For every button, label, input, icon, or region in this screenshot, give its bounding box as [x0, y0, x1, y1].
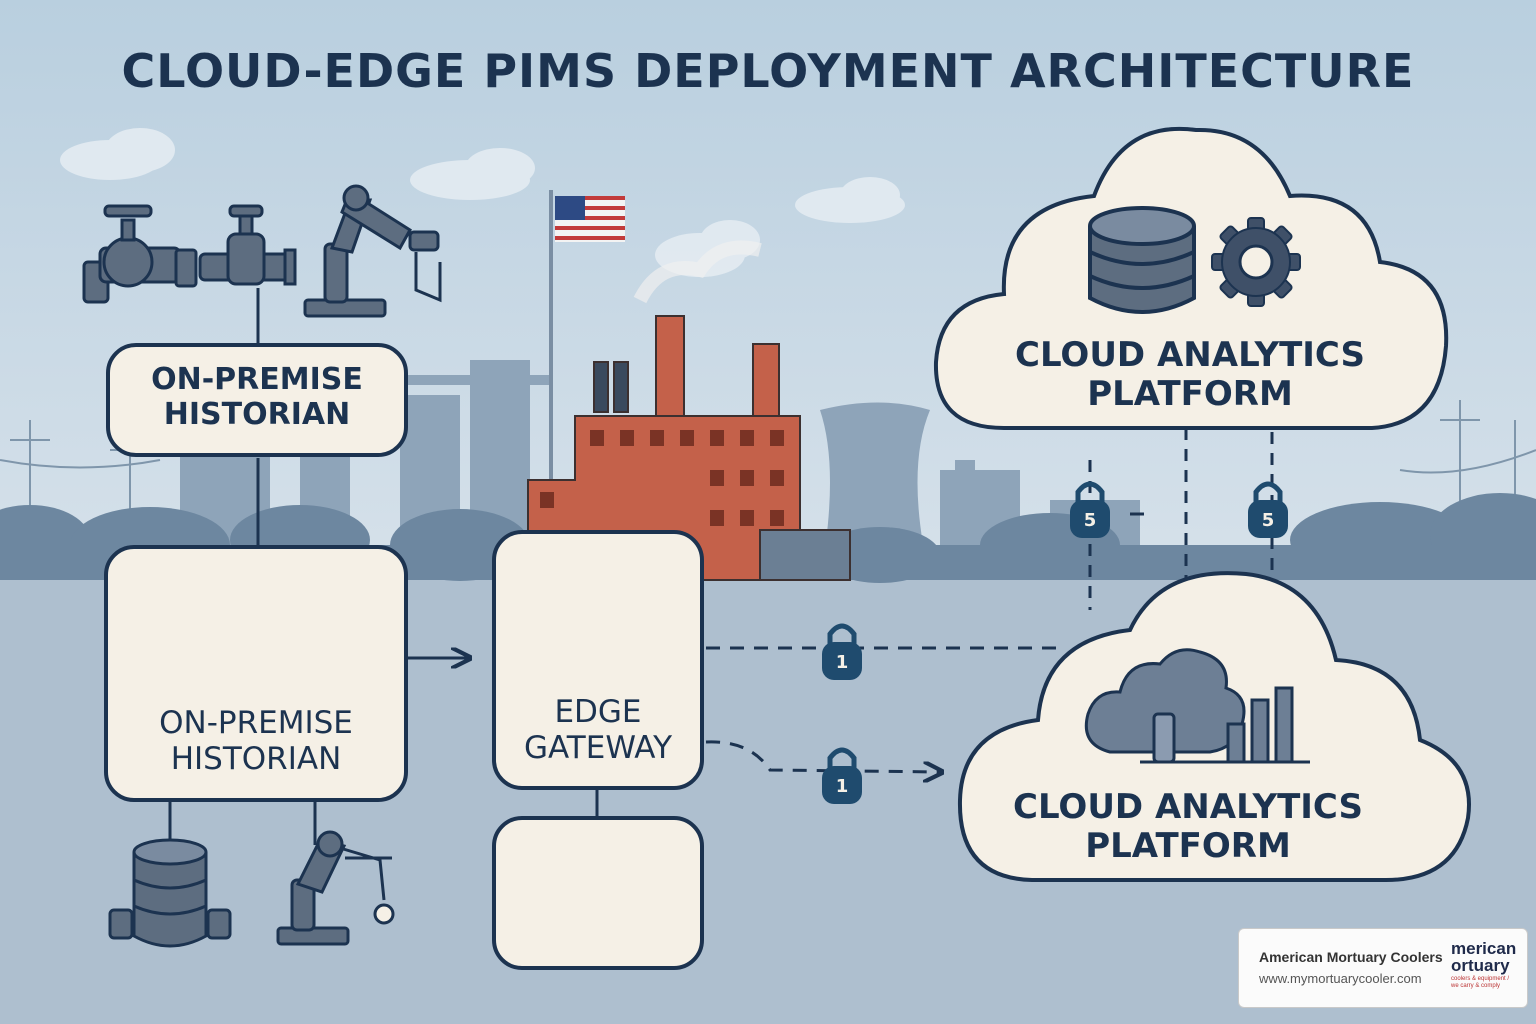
historian-main-box — [104, 545, 408, 802]
padlock-icon: 5 — [1248, 481, 1288, 538]
watermark-company-name: American Mortuary Coolers — [1259, 949, 1443, 965]
historian-top-label: ON-PREMISE HISTORIAN — [151, 362, 363, 432]
padlock-number: 5 — [1084, 510, 1097, 531]
secure-link-edge-cloud-bottom — [705, 740, 940, 772]
robot-arm-icon — [303, 184, 442, 318]
cloud-top-label: CLOUD ANALYTICS PLATFORM — [1015, 335, 1365, 415]
padlock-icon: 5 — [1070, 481, 1110, 538]
watermark-url: www.mymortuarycooler.com — [1259, 971, 1422, 986]
logo-tagline: coolers & equipment / we carry & comply — [1451, 976, 1510, 989]
historian-main-label: ON-PREMISE HISTORIAN — [159, 705, 353, 777]
edge-gateway-label: EDGE GATEWAY — [523, 694, 673, 766]
edge-gateway-box — [492, 530, 704, 790]
robot-arm-icon — [276, 830, 395, 946]
historian-top-box — [106, 343, 408, 457]
padlock-icon: 1 — [822, 747, 862, 804]
gear-icon — [1211, 217, 1301, 307]
router-secondary-box — [492, 816, 704, 970]
logo-line-2: ortuary — [1451, 956, 1510, 975]
padlock-number: 1 — [836, 776, 849, 797]
sky-clouds — [60, 128, 905, 277]
watermark-logo: merican ortuary coolers & equipment / we… — [1451, 939, 1521, 999]
flag-icon — [549, 190, 625, 580]
cloud-bottom-label: CLOUD ANALYTICS PLATFORM — [1013, 787, 1363, 867]
padlock-number: 5 — [1262, 510, 1275, 531]
logo-line-1: merican — [1451, 939, 1517, 958]
diagram-title: CLOUD-EDGE PIMS DEPLOYMENT ARCHITECTURE — [121, 44, 1415, 98]
padlock-number: 1 — [836, 652, 849, 673]
watermark-badge: American Mortuary Coolers www.mymortuary… — [1238, 928, 1528, 1008]
database-icon — [108, 838, 232, 948]
padlock-icon: 1 — [822, 623, 862, 680]
valve-icon — [82, 204, 198, 304]
database-icon — [1088, 206, 1196, 314]
bar-chart-icon — [1226, 686, 1294, 764]
valve-icon — [198, 204, 297, 286]
